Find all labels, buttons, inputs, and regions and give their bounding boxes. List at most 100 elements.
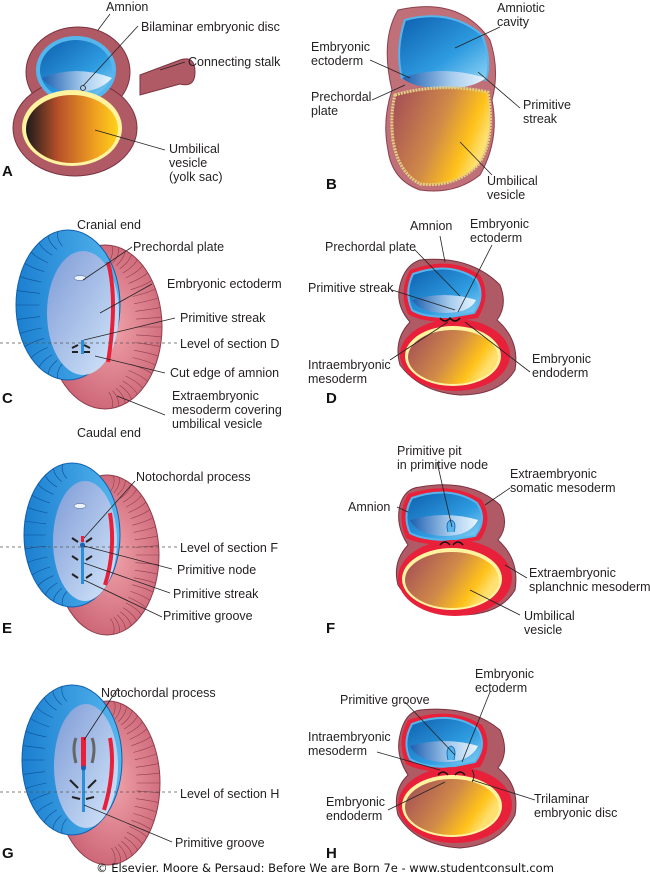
label-e-notochordal-process: Notochordal process <box>136 470 251 484</box>
striation-line <box>122 380 138 395</box>
striation-line <box>134 753 157 760</box>
striation-line <box>124 836 138 851</box>
striation-line <box>31 494 51 504</box>
label-f-amnion: Amnion <box>348 500 391 514</box>
striation-line <box>30 793 50 802</box>
striation-line <box>125 265 144 279</box>
striation-line <box>112 247 120 264</box>
panel-b-illustration <box>385 6 496 192</box>
label-a-connecting-stalk: Connecting stalk <box>188 55 281 69</box>
panel-letter-c: C <box>2 390 13 407</box>
striation-line <box>52 815 62 830</box>
embryonic-disc-shape <box>47 251 119 375</box>
striation-line <box>128 272 148 284</box>
striation-line <box>122 259 138 274</box>
striation-line <box>132 288 156 297</box>
striation-line <box>19 327 42 334</box>
striation-line <box>37 483 54 495</box>
striation-line <box>133 744 155 753</box>
striation-line <box>57 363 63 379</box>
striation-line <box>38 354 53 368</box>
label-c-primitive-streak: Primitive streak <box>180 311 266 325</box>
striation-line <box>134 570 158 575</box>
striation-line <box>112 390 120 407</box>
striation-line <box>125 602 142 616</box>
label-d-intraembryonic-mesoderm: Intraembryonic mesoderm <box>308 358 391 386</box>
striation-line <box>47 235 58 250</box>
striation-line <box>61 818 67 834</box>
striation-line <box>136 316 162 320</box>
striation-line <box>125 375 144 389</box>
label-b-amniotic-cavity: Amniotic cavity <box>497 1 545 29</box>
panel-h-illustration <box>395 708 517 849</box>
striation-line <box>61 686 67 702</box>
striation-line <box>37 575 54 587</box>
striation-line <box>134 350 159 357</box>
striation-line <box>136 334 162 338</box>
striation-line <box>134 535 158 540</box>
striation-line <box>110 618 115 635</box>
striation-line <box>22 771 46 775</box>
label-f-somatic-mesoderm: Extraembryonic somatic mesoderm <box>510 467 616 495</box>
panel-c-illustration <box>15 229 163 410</box>
striation-line <box>134 297 159 304</box>
umbilical-vesicle-shape <box>390 86 492 187</box>
striation-line <box>113 616 120 633</box>
panel-letter-g: G <box>2 845 14 862</box>
striation-line <box>121 840 133 856</box>
striation-line <box>119 254 132 270</box>
striation-line <box>126 721 143 735</box>
label-g-primitive-groove: Primitive groove <box>175 836 265 850</box>
striation-line <box>130 509 150 519</box>
panel-letter-h: H <box>326 845 337 862</box>
copyright-caption: © Elsevier. Moore & Persaud: Before We a… <box>96 861 554 875</box>
label-c-embryonic-ectoderm: Embryonic ectoderm <box>167 277 282 291</box>
label-c-caudal-end: Caudal end <box>77 426 141 440</box>
striation-line <box>135 307 161 312</box>
striation-line <box>30 718 50 727</box>
striation-line <box>123 607 137 621</box>
striation-line <box>131 736 151 746</box>
striation-line <box>47 360 58 375</box>
panel-letter-f: F <box>326 620 336 637</box>
striation-line <box>126 831 143 845</box>
striation-line <box>24 338 45 347</box>
panel-a-illustration <box>12 26 196 177</box>
label-g-notochordal-process: Notochordal process <box>101 686 216 700</box>
panel-e-illustration <box>23 462 160 636</box>
label-f-umbilical-vesicle: Umbilical vesicle <box>524 609 575 637</box>
striation-line <box>128 501 147 513</box>
striation-line <box>16 290 40 294</box>
label-h-trilaminar-disc: Trilaminar embryonic disc <box>534 792 618 820</box>
striation-line <box>132 584 154 593</box>
striation-line <box>136 772 160 776</box>
label-g-level-of-section-h: Level of section H <box>180 787 280 801</box>
striation-line <box>111 847 116 865</box>
label-f-splanchnic-mesoderm: Extraembryonic splanchnic mesoderm <box>529 566 650 594</box>
label-a-amnion: Amnion <box>106 0 149 14</box>
panel-letter-d: D <box>326 390 337 407</box>
striation-line <box>130 280 153 290</box>
striation-line <box>114 703 121 720</box>
striation-line <box>24 520 47 525</box>
striation-line <box>123 489 137 503</box>
striation-line <box>124 715 138 730</box>
label-d-primitive-streak: Primitive streak <box>308 281 394 295</box>
label-b-umbilical-vesicle: Umbilical vesicle <box>487 174 538 202</box>
striation-line <box>31 566 51 576</box>
striation-line <box>132 517 154 526</box>
striation-line <box>36 706 53 718</box>
panel-f-illustration <box>395 484 517 616</box>
striation-line <box>61 591 68 606</box>
panel-letter-a: A <box>2 163 13 180</box>
striation-line <box>129 826 148 838</box>
striation-line <box>110 475 115 492</box>
striation-line <box>125 494 142 508</box>
striation-line <box>30 251 48 263</box>
striation-line <box>36 802 53 814</box>
label-c-prechordal-plate: Prechordal plate <box>133 240 225 254</box>
label-h-primitive-groove: Primitive groove <box>340 693 430 707</box>
label-e-primitive-streak: Primitive streak <box>173 587 259 601</box>
striation-line <box>52 690 62 705</box>
